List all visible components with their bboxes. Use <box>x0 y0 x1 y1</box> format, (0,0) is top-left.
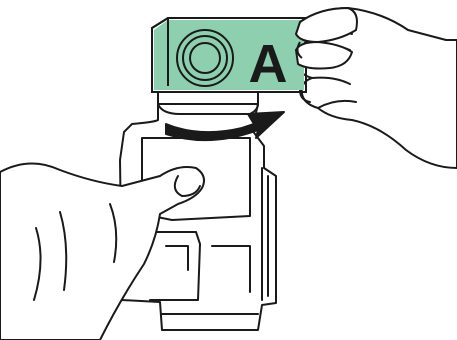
label-letter: A <box>249 34 288 94</box>
